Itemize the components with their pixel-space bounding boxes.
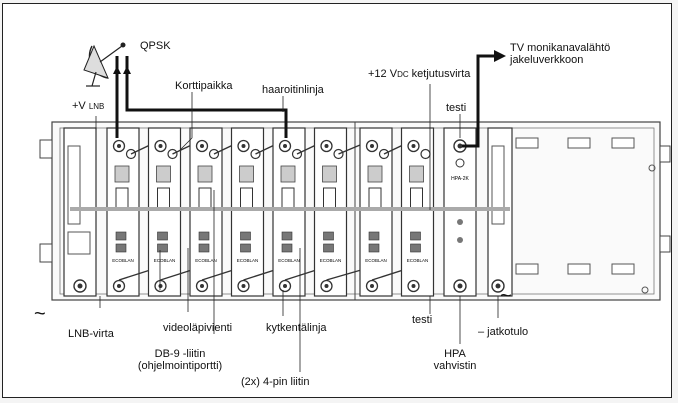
card-display [281, 166, 295, 182]
tilde-left: ~ [34, 304, 46, 324]
card-4pin-connector [158, 232, 168, 240]
card-4pin-connector [116, 232, 126, 240]
card-brand-label: ECOBLAN [365, 258, 387, 263]
card-output-connector-pin [159, 284, 163, 288]
label-testi-bottom: testi [412, 314, 432, 326]
card-input-connector-pin [370, 144, 374, 148]
card-output-connector-pin [117, 284, 121, 288]
label-hpa: HPA vahvistin [420, 348, 490, 372]
label-plus-v-lnb: +V LNB [72, 100, 104, 113]
label-testi-top: testi [446, 102, 466, 114]
label-videolapivienti: videoläpivienti [163, 322, 232, 334]
card-4pin-connector [369, 232, 379, 240]
card-4pin-connector [199, 244, 209, 252]
card-4pin-connector [324, 244, 334, 252]
card-loop-connector [421, 150, 430, 159]
card-db9-port [282, 188, 294, 208]
card-4pin-connector [411, 232, 421, 240]
end-module [488, 128, 512, 296]
card-4pin-connector [241, 244, 251, 252]
label-4pin: (2x) 4-pin liitin [241, 376, 309, 388]
card-input-connector-pin [412, 144, 416, 148]
card-output-connector-pin [242, 284, 246, 288]
ketjutusvirta-prefix: +12 V [368, 68, 397, 80]
card-output-connector-pin [283, 284, 287, 288]
card-4pin-connector [282, 244, 292, 252]
card-brand-label: ECOBLAN [237, 258, 259, 263]
card-4pin-connector [282, 232, 292, 240]
tilde-right: ~ [500, 286, 512, 306]
card-display [410, 166, 424, 182]
card-brand-label: ECOBLAN [195, 258, 217, 263]
card-brand-label: ECOBLAN [320, 258, 342, 263]
card-display [323, 166, 337, 182]
card-4pin-connector [116, 244, 126, 252]
card-db9-port [116, 188, 128, 208]
card-output-connector-pin [370, 284, 374, 288]
card-db9-port [158, 188, 170, 208]
tv-output-line1: TV monikanavalähtö [510, 42, 610, 54]
hpa-line1: HPA [420, 348, 490, 360]
card-db9-port [199, 188, 211, 208]
label-qpsk: QPSK [140, 40, 171, 52]
db9-line1: DB-9 -liitin [100, 348, 260, 360]
card-4pin-connector [324, 232, 334, 240]
hpa-module-tag: HPA-2K [451, 176, 469, 182]
plus-v-text: +V [72, 100, 86, 112]
card-4pin-connector [411, 244, 421, 252]
tv-output-line2: jakeluverkkoon [510, 54, 610, 66]
card-brand-label: ECOBLAN [154, 258, 176, 263]
card-input-connector-pin [200, 144, 204, 148]
card-brand-label: ECOBLAN [112, 258, 134, 263]
card-db9-port [369, 188, 381, 208]
card-db9-port [411, 188, 423, 208]
card-display [368, 166, 382, 182]
label-kytkentalinja: kytkentälinja [266, 322, 327, 334]
db9-line2: (ohjelmointiportti) [100, 360, 260, 372]
label-korttipaikka: Korttipaikka [175, 80, 232, 92]
power-supply-module [64, 128, 96, 296]
card-4pin-connector [241, 232, 251, 240]
label-ketjutusvirta: +12 VDC ketjutusvirta [368, 68, 470, 81]
hpa-line2: vahvistin [420, 360, 490, 372]
card-output-connector-pin [200, 284, 204, 288]
card-4pin-connector [158, 244, 168, 252]
card-input-connector-pin [283, 144, 287, 148]
card-4pin-connector [199, 232, 209, 240]
card-input-connector-pin [325, 144, 329, 148]
card-display [240, 166, 254, 182]
card-input-connector-pin [242, 144, 246, 148]
card-db9-port [241, 188, 253, 208]
card-brand-label: ECOBLAN [407, 258, 429, 263]
card-input-connector-pin [159, 144, 163, 148]
satellite-dish-icon [84, 43, 126, 87]
card-display [198, 166, 212, 182]
label-tv-output: TV monikanavalähtö jakeluverkkoon [510, 42, 610, 66]
card-display [115, 166, 129, 182]
card-4pin-connector [369, 244, 379, 252]
ketjutusvirta-suffix: ketjutusvirta [409, 68, 471, 80]
card-display [157, 166, 171, 182]
ketjutusvirta-subscript: DC [397, 70, 409, 79]
card-db9-port [324, 188, 336, 208]
label-jatkotulo: – jatkotulo [478, 326, 528, 338]
card-output-connector-pin [325, 284, 329, 288]
card-input-connector-pin [117, 144, 121, 148]
hpa-module: HPA-2K [444, 128, 476, 296]
label-lnb-virta: LNB-virta [68, 328, 114, 340]
plus-v-subscript: LNB [89, 102, 105, 111]
label-db9: DB-9 -liitin (ohjelmointiportti) [100, 348, 260, 372]
card-brand-label: ECOBLAN [278, 258, 300, 263]
card-output-connector-pin [412, 284, 416, 288]
label-haaroitinlinja: haaroitinlinja [262, 84, 324, 96]
